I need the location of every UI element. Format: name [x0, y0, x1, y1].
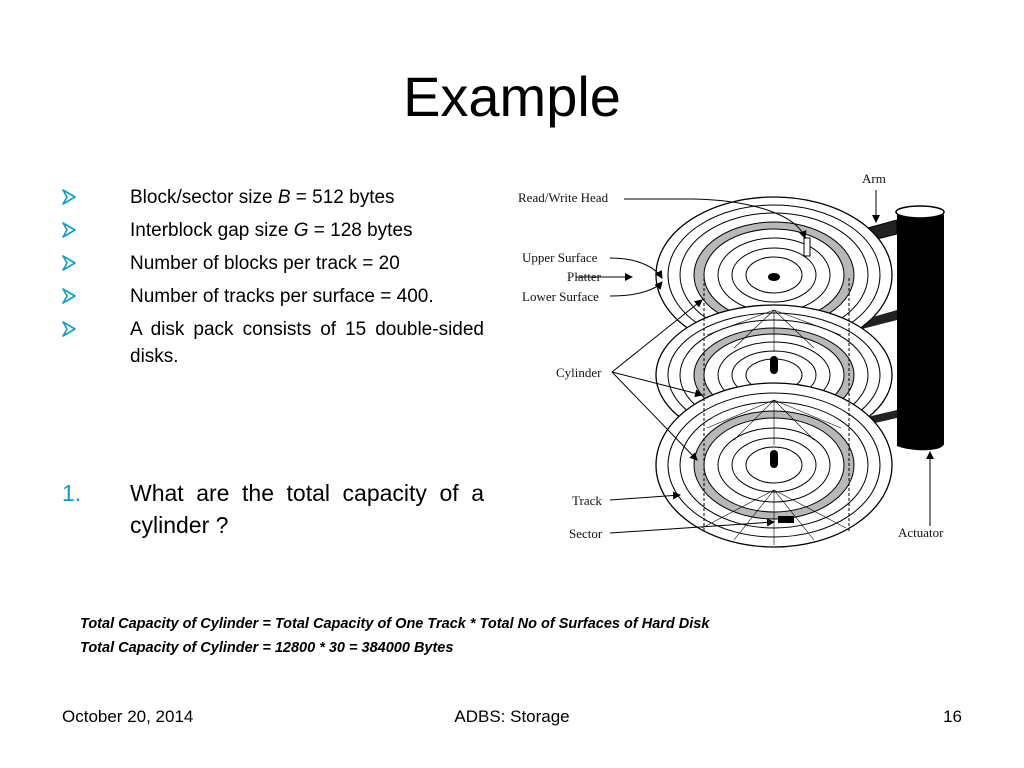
- bullet-text: = 128 bytes: [308, 220, 413, 241]
- bullet-blocks-per-track: Number of blocks per track = 20: [62, 250, 484, 277]
- platter-bottom: [655, 382, 893, 548]
- bullet-text: Number of tracks per surface = 400.: [130, 286, 434, 307]
- label-lower-surface: Lower Surface: [522, 289, 599, 304]
- bullet-list: Block/sector size B = 512 bytes Interblo…: [62, 184, 484, 376]
- label-actuator: Actuator: [898, 525, 944, 540]
- label-arm: Arm: [862, 171, 886, 186]
- question-item: 1. What are the total capacity of a cyli…: [62, 477, 484, 541]
- slide-title: Example: [403, 65, 621, 128]
- answer-line-2: Total Capacity of Cylinder = 12800 * 30 …: [80, 640, 454, 656]
- arrow-bullet-icon: [62, 288, 76, 304]
- footer-course: ADBS: Storage: [454, 707, 570, 726]
- bullet-disk-pack: A disk pack consists of 15 double-sided …: [62, 316, 484, 370]
- question-number: 1.: [62, 480, 82, 506]
- label-sector: Sector: [569, 526, 603, 541]
- bullet-gap-size: Interblock gap size G = 128 bytes: [62, 217, 484, 244]
- arrow-bullet-icon: [62, 321, 76, 337]
- arrow-bullet-icon: [62, 222, 76, 238]
- label-platter: Platter: [567, 269, 601, 284]
- footer-date: October 20, 2014: [62, 707, 194, 726]
- bullet-text: = 512 bytes: [290, 187, 395, 208]
- answer-block: Total Capacity of Cylinder = Total Capac…: [80, 612, 880, 660]
- bullet-block-size: Block/sector size B = 512 bytes: [62, 184, 484, 211]
- arrow-bullet-icon: [62, 189, 76, 205]
- label-read-write-head: Read/Write Head: [518, 190, 609, 205]
- arrow-bullet-icon: [62, 255, 76, 271]
- bullet-variable: G: [293, 220, 309, 241]
- bullet-tracks-per-surface: Number of tracks per surface = 400.: [62, 283, 484, 310]
- bullet-text: Interblock gap size: [130, 220, 294, 241]
- bullet-text: Block/sector size: [130, 187, 278, 208]
- answer-line-1: Total Capacity of Cylinder = Total Capac…: [80, 616, 710, 632]
- disk-pack-illustration: [576, 190, 945, 548]
- label-cylinder: Cylinder: [556, 365, 602, 380]
- label-track: Track: [572, 493, 602, 508]
- disk-pack-diagram: Arm Read/Write Head Upper Surface Platte…: [512, 160, 972, 560]
- bullet-text: A disk pack consists of 15 double-sided …: [130, 319, 484, 367]
- bullet-variable: B: [277, 187, 291, 208]
- question-text: What are the total capacity of a cylinde…: [130, 480, 484, 538]
- footer-page-number: 16: [943, 707, 962, 726]
- label-upper-surface: Upper Surface: [522, 250, 598, 265]
- bullet-text: Number of blocks per track = 20: [130, 253, 400, 274]
